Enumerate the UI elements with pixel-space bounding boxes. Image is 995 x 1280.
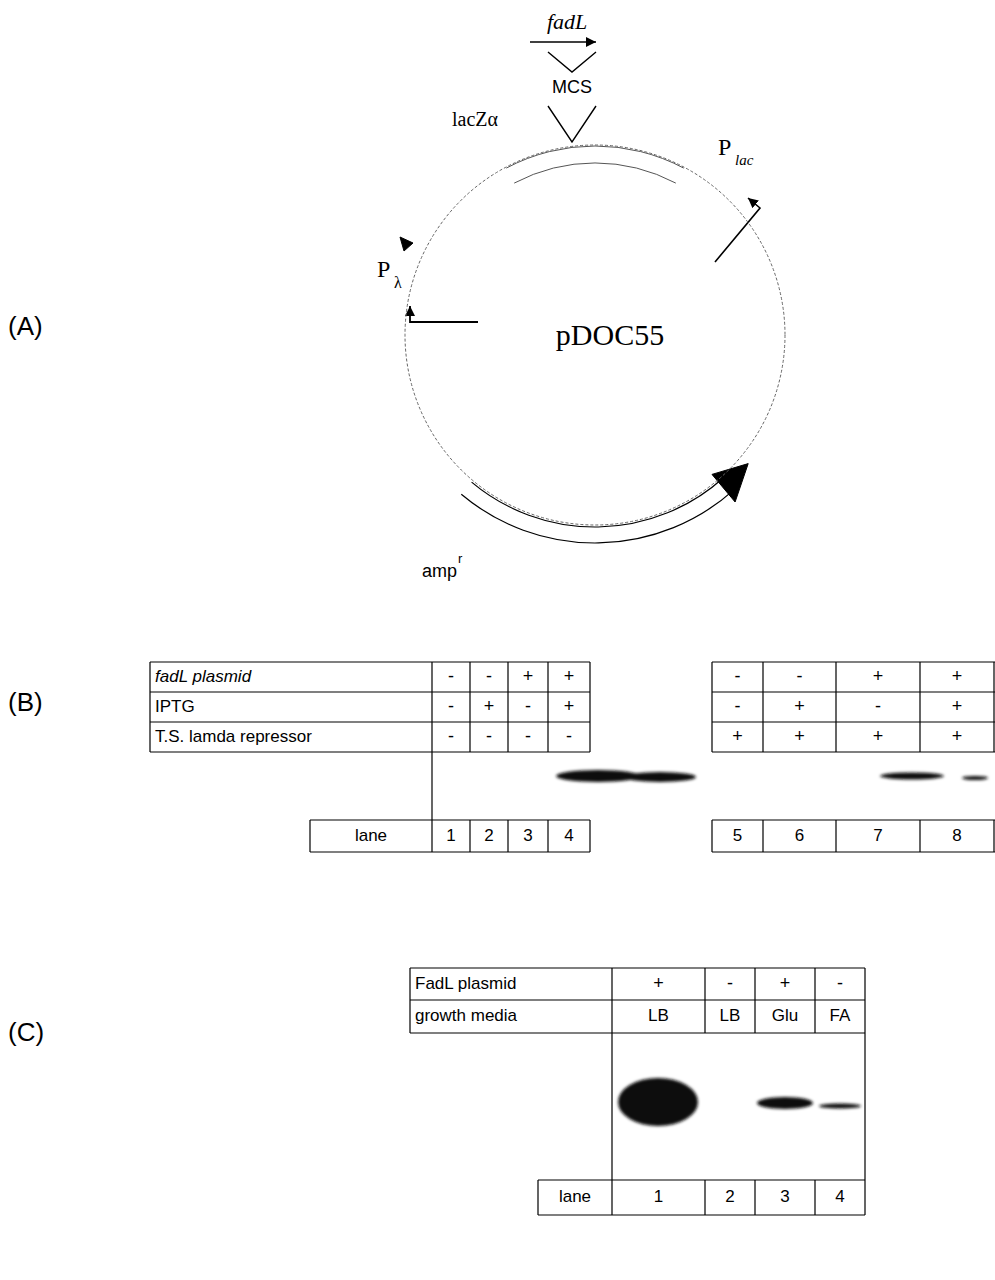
panel-label: (A): [8, 312, 43, 341]
site-label: MCS: [545, 78, 599, 98]
table-b-grid: [150, 662, 995, 852]
table-c-grid: [410, 968, 865, 1215]
gene-label: fadL: [547, 10, 587, 34]
gene-label: amp: [422, 562, 457, 582]
table-cell: -: [432, 722, 470, 752]
lane-number: 7: [836, 820, 920, 852]
table-cell: -: [712, 662, 763, 692]
protein-band: [962, 776, 988, 780]
lane-number: 2: [705, 1180, 755, 1215]
lane-number: 3: [508, 820, 548, 852]
protein-band: [618, 1078, 698, 1126]
amp-arrowhead: [712, 464, 748, 502]
lane-number: 2: [470, 820, 508, 852]
table-cell: LB: [705, 1000, 755, 1033]
promoter-subscript: λ: [394, 274, 402, 292]
table-cell: +: [836, 662, 920, 692]
table-cell: -: [470, 722, 508, 752]
lane-number: 5: [712, 820, 763, 852]
row-header: lane: [538, 1180, 612, 1215]
lane-number: 3: [755, 1180, 815, 1215]
table-rule: [150, 662, 995, 752]
table-cell: +: [712, 722, 763, 752]
promoter-label: P: [377, 256, 390, 282]
table-cell: +: [548, 662, 590, 692]
lane-number: 6: [763, 820, 836, 852]
blot-c: [618, 1078, 861, 1126]
table-cell: -: [470, 662, 508, 692]
plasmid-backbone: [405, 145, 785, 525]
table-cell: -: [508, 722, 548, 752]
blot-b: [556, 770, 988, 782]
insert-mark: [548, 106, 596, 142]
table-cell: -: [815, 968, 865, 1000]
row-header: growth media: [410, 1000, 612, 1033]
lane-number: 4: [815, 1180, 865, 1215]
table-cell: +: [508, 662, 548, 692]
table-rule: [538, 1180, 865, 1215]
table-cell: +: [920, 722, 994, 752]
insert-mark: [548, 52, 596, 72]
table-cell: -: [705, 968, 755, 1000]
lacz-arc: [514, 163, 676, 183]
gene-arrow: [530, 41, 596, 43]
table-rule: [310, 820, 994, 852]
panel-label: (C): [8, 1018, 44, 1047]
table-cell: LB: [612, 1000, 705, 1033]
table-cell: +: [920, 662, 994, 692]
plasmid-map: [400, 42, 760, 543]
promoter-arrow: [410, 306, 478, 322]
table-cell: FA: [815, 1000, 865, 1033]
plasmid-name: pDOC55: [556, 318, 664, 352]
table-rule: [410, 968, 865, 1033]
lane-number: 4: [548, 820, 590, 852]
gene-superscript: r: [458, 552, 462, 566]
table-rule: [410, 968, 865, 1033]
protein-band: [880, 773, 944, 780]
promoter-label: P: [718, 134, 731, 160]
row-header: T.S. lamda repressor: [150, 722, 432, 752]
table-rule: [150, 662, 994, 752]
table-cell: +: [755, 968, 815, 1000]
gene-label: lacZα: [452, 108, 498, 130]
table-cell: -: [712, 692, 763, 722]
lane-number: 1: [432, 820, 470, 852]
row-header: fadL plasmid: [150, 662, 432, 692]
lacz-arc: [506, 146, 683, 168]
lane-number: 1: [612, 1180, 705, 1215]
table-cell: -: [432, 662, 470, 692]
table-cell: +: [470, 692, 508, 722]
blot-edge: [431, 752, 432, 820]
triangle-mark: [400, 237, 413, 251]
table-cell: +: [612, 968, 705, 1000]
row-header: IPTG: [150, 692, 432, 722]
plasmid-circle: pDOC55: [400, 140, 790, 530]
table-cell: +: [836, 722, 920, 752]
table-cell: -: [763, 662, 836, 692]
protein-band: [819, 1104, 861, 1109]
table-cell: +: [548, 692, 590, 722]
table-cell: -: [508, 692, 548, 722]
table-cell: +: [763, 692, 836, 722]
table-rule: [538, 1180, 865, 1215]
table-cell: -: [548, 722, 590, 752]
table-cell: -: [836, 692, 920, 722]
table-cell: -: [432, 692, 470, 722]
lane-number: 8: [920, 820, 994, 852]
row-header: FadL plasmid: [410, 968, 612, 1000]
amp-arc: [472, 478, 724, 527]
table-cell: +: [920, 692, 994, 722]
table-cell: Glu: [755, 1000, 815, 1033]
table-rule: [310, 820, 995, 852]
promoter-subscript: lac: [735, 152, 753, 169]
protein-band: [624, 772, 696, 782]
table-cell: +: [763, 722, 836, 752]
protein-band: [757, 1097, 813, 1109]
blot-edge: [612, 1033, 865, 1180]
panel-label: (B): [8, 688, 43, 717]
row-header: lane: [310, 820, 432, 852]
